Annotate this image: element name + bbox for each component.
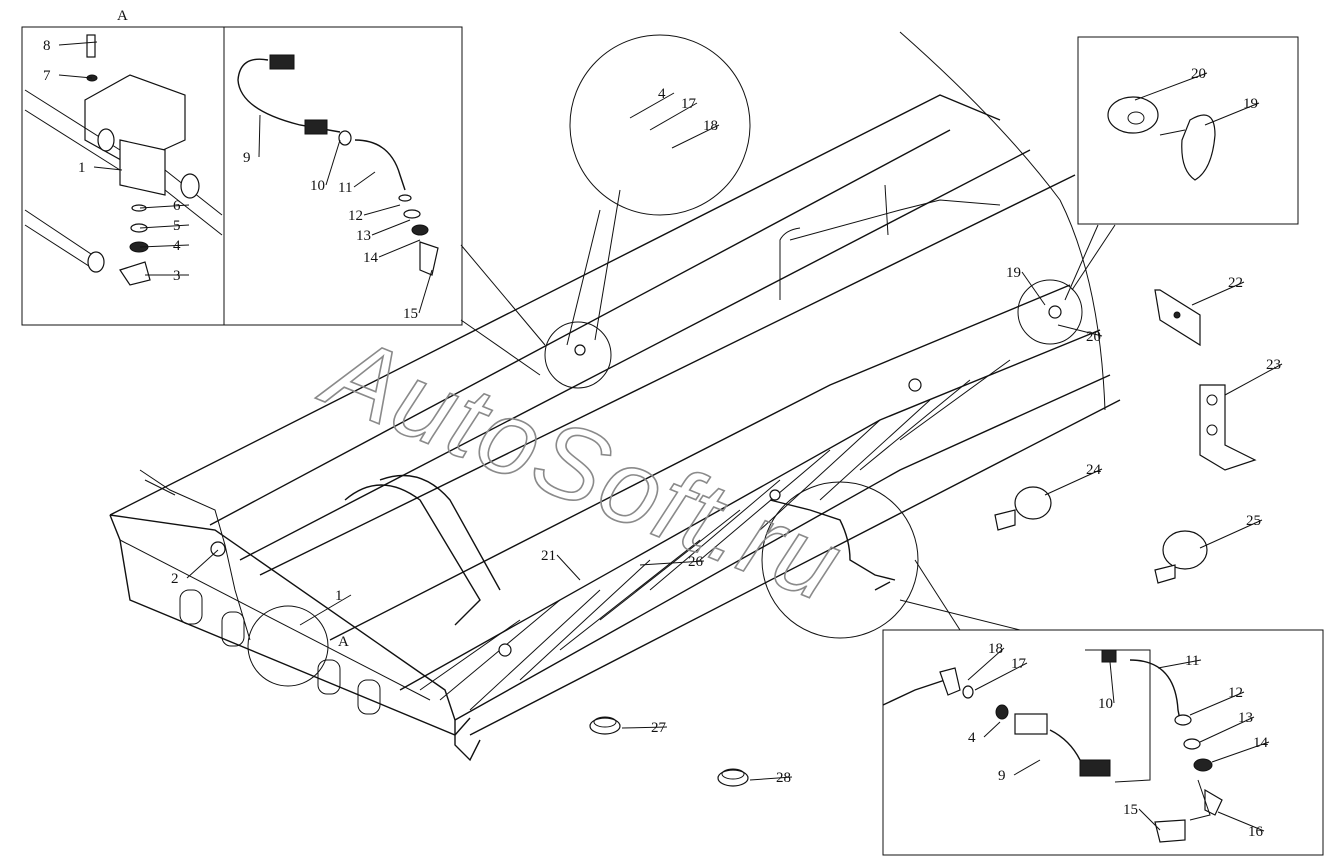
callout-leader <box>186 549 219 579</box>
callout-inset_clamp-20: 20 <box>1191 66 1206 82</box>
callout-leader <box>299 594 352 626</box>
callout-inset_bottom-14: 14 <box>1253 735 1269 751</box>
callout-leader <box>371 219 411 236</box>
callout-leader <box>1109 661 1115 704</box>
callout-leader <box>1138 808 1161 831</box>
callout-inset_a-1: 1 <box>78 160 86 176</box>
hose-detail-box <box>882 629 1324 856</box>
callout-inset_a-5: 5 <box>173 218 181 234</box>
callout-inset_a-4: 4 <box>173 238 181 254</box>
callout-inset_bottom-12: 12 <box>1228 685 1243 701</box>
callout-parts-24: 24 <box>1086 462 1102 478</box>
callout-leader <box>629 92 675 119</box>
callout-leader <box>418 269 433 314</box>
clamp-detail-box <box>1077 36 1299 225</box>
callout-leader <box>325 139 341 186</box>
callout-circle_top-17: 17 <box>681 96 697 112</box>
detail-a-box: A <box>21 8 463 326</box>
callout-leader <box>139 204 190 209</box>
callout-leader <box>139 224 190 229</box>
callout-main-1: 1 <box>335 588 343 604</box>
callout-inset_bottom-16: 16 <box>1248 824 1264 840</box>
zoom-circles <box>247 34 1116 687</box>
callout-inset_bottom-15: 15 <box>1123 802 1138 818</box>
callout-inset_a-3: 3 <box>173 268 181 284</box>
callout-leader <box>1157 659 1202 669</box>
callout-leader <box>353 171 376 188</box>
callout-inset_bottom-9: 9 <box>998 768 1006 784</box>
callout-leader <box>1191 281 1245 306</box>
callout-leader <box>1189 691 1245 716</box>
callout-inset_bottom-18: 18 <box>988 641 1003 657</box>
callout-inset_a-8: 8 <box>43 38 51 54</box>
callout-inset_hose-13: 13 <box>356 228 371 244</box>
callout-circle_top-4: 4 <box>658 86 666 102</box>
callout-leader <box>649 102 698 131</box>
callout-parts-25: 25 <box>1246 513 1261 529</box>
callout-inset_hose-12: 12 <box>348 208 363 224</box>
callout-leader <box>1044 468 1103 496</box>
callout-leader <box>967 647 1005 681</box>
detail-a-reference: A <box>338 634 349 650</box>
callout-main-19: 19 <box>1006 265 1021 281</box>
callout-leader <box>974 662 1028 691</box>
callout-inset_hose-10: 10 <box>310 178 325 194</box>
callout-leader <box>639 560 705 566</box>
callout-leader <box>93 166 123 171</box>
callout-leader <box>1224 363 1283 396</box>
callout-leader <box>1013 759 1041 776</box>
callout-inset_bottom-10: 10 <box>1098 696 1113 712</box>
callout-leader <box>1204 102 1260 126</box>
callout-main-26: 26 <box>688 554 704 570</box>
chassis-frame <box>109 31 1121 762</box>
callout-main-20: 20 <box>1086 329 1101 345</box>
callout-leader <box>58 74 93 79</box>
callout-leader <box>1134 72 1208 101</box>
callout-inset_a-6: 6 <box>173 198 181 214</box>
callout-leader <box>671 124 720 149</box>
callout-leader <box>1021 271 1046 306</box>
callout-inset_bottom-13: 13 <box>1238 710 1253 726</box>
callout-parts-27: 27 <box>651 720 667 736</box>
callout-parts-23: 23 <box>1266 357 1281 373</box>
callout-inset_hose-14: 14 <box>363 250 379 266</box>
callout-leader <box>258 114 261 158</box>
callout-inset_bottom-11: 11 <box>1185 653 1199 669</box>
callout-leader <box>556 554 581 581</box>
callout-inset_bottom-17: 17 <box>1011 656 1027 672</box>
callout-inset_bottom-4: 4 <box>968 730 976 746</box>
callout-parts-22: 22 <box>1228 275 1243 291</box>
callout-leader <box>749 776 793 781</box>
callout-leader <box>1211 741 1270 763</box>
callout-leader <box>363 204 401 216</box>
callout-main-2: 2 <box>171 571 179 587</box>
callout-leader <box>378 239 421 258</box>
callout-leader <box>1199 716 1255 743</box>
callout-leader <box>1217 811 1265 832</box>
callout-leader <box>621 726 668 729</box>
callout-inset_clamp-19: 19 <box>1243 96 1258 112</box>
callout-leader <box>1199 519 1263 549</box>
callout-leader <box>139 244 190 248</box>
callout-inset_hose-9: 9 <box>243 150 251 166</box>
callout-inset_hose-11: 11 <box>338 180 352 196</box>
watermark: AutoSoft.ru <box>306 312 858 625</box>
callout-parts-28: 28 <box>776 770 791 786</box>
callout-leader <box>983 721 1001 738</box>
callout-main-21: 21 <box>541 548 556 564</box>
callout-inset_hose-15: 15 <box>403 306 418 322</box>
callout-leader <box>1057 324 1103 337</box>
callout-circle_top-18: 18 <box>703 118 718 134</box>
callout-inset_a-7: 7 <box>43 68 51 84</box>
detail-a-label: A <box>117 8 128 24</box>
loose-parts <box>589 289 1257 787</box>
callout-leader <box>58 41 98 46</box>
